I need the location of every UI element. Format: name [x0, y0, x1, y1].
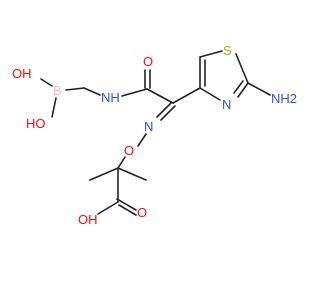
bond-cooh-o-2	[118, 204, 137, 216]
bond-c2-nh2	[247, 82, 271, 96]
bond-n-o	[137, 133, 147, 147]
atom-oxime-o: O	[124, 143, 134, 158]
bond-cn-1	[156, 102, 172, 118]
atom-oxime-n: N	[144, 119, 153, 134]
bond-nh-c	[121, 88, 148, 97]
bond-thz-sc2	[235, 53, 249, 84]
atom-boron: B	[53, 83, 62, 98]
atom-labels: OH B HO NH O S N NH2 N O OH O	[12, 43, 297, 227]
bond-cooh-o-1	[116, 198, 137, 211]
bond-thz-c5s	[199, 50, 223, 58]
atom-amine: NH2	[271, 91, 297, 106]
bond-cn-2	[160, 105, 176, 121]
bond-c-me2	[117, 167, 147, 181]
bond-c-me1	[89, 167, 119, 181]
atom-carbonyl-o: O	[143, 54, 153, 69]
bonds	[40, 50, 271, 216]
bond-cooh-oh	[97, 201, 119, 215]
bond-ch2-nh	[83, 87, 101, 96]
bond-thz-c2n-2	[233, 80, 244, 94]
atom-acid-o: O	[137, 205, 147, 220]
bond-o-c	[117, 156, 126, 169]
bond-c-c	[146, 88, 174, 104]
structure-diagram: OH B HO NH O S N NH2 N O OH O	[12, 43, 297, 227]
atom-oh-top: OH	[12, 66, 32, 81]
atom-sulfur: S	[223, 43, 232, 58]
bond-thz-c2n-1	[237, 82, 249, 98]
molecule-canvas: OH B HO NH O S N NH2 N O OH O	[12, 43, 297, 227]
atom-acid-oh: OH	[78, 212, 98, 227]
atom-ho-bottom: HO	[26, 116, 46, 131]
bond-b-ch2	[65, 87, 85, 91]
bond-thz-nc4	[199, 87, 221, 101]
bond-oh-b	[40, 78, 53, 87]
atom-amide-nh: NH	[101, 90, 120, 105]
atom-ring-n: N	[222, 97, 231, 112]
bond-ho-b	[51, 97, 57, 118]
bond-c-thz	[172, 87, 201, 104]
